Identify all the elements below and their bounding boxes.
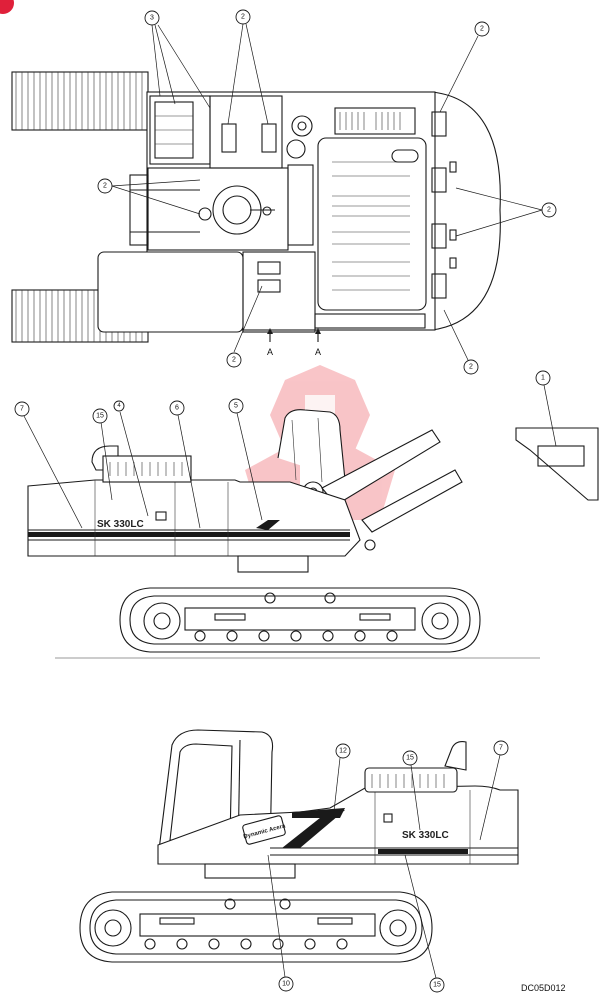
callout-top-2c: 2 [97,178,113,194]
callout-top-2e: 2 [226,352,242,368]
svg-text:7: 7 [499,745,503,752]
top-view: A A 3 2 2 2 2 [11,9,557,375]
callout-top-3: 3 [144,10,160,26]
svg-text:2: 2 [103,183,107,190]
opposite-side-view: Dynamic Acera SK 330LC [79,729,519,993]
svg-text:7: 7 [20,406,24,413]
svg-text:3: 3 [150,15,154,22]
callout-bottom-10: 10 [278,976,294,992]
svg-text:4: 4 [117,403,121,409]
svg-text:12: 12 [339,748,347,755]
svg-text:15: 15 [406,755,414,762]
callout-side-5: 5 [228,398,244,414]
callout-bottom-15a: 15 [402,750,418,766]
svg-text:2: 2 [241,14,245,21]
svg-text:5: 5 [234,403,238,410]
svg-text:2: 2 [547,207,551,214]
svg-text:2: 2 [232,357,236,364]
callout-top-2d: 2 [541,202,557,218]
svg-text:10: 10 [282,981,290,988]
callout-top-2b: 2 [474,21,490,37]
callout-bottom-15b: 15 [429,977,445,993]
callout-bottom-7: 7 [493,740,509,756]
dynamic-acera-decal-side [256,520,280,530]
callout-side-6: 6 [169,400,185,416]
svg-text:2: 2 [480,26,484,33]
callout-side-15: 15 [92,408,108,424]
callout-top-2a: 2 [235,9,251,25]
top-track-upper [11,71,149,131]
callout-side-7: 7 [14,401,30,417]
callout-side-1: 1 [535,370,551,386]
svg-text:6: 6 [175,405,179,412]
callout-side-4: 4 [113,400,125,412]
corner-badge [0,0,14,14]
drawing-code: DC05D012 [521,983,566,993]
dynamic-acera-decal-bottom: Dynamic Acera [242,815,287,845]
section-mark-a-right: A [315,347,321,357]
svg-text:15: 15 [433,982,441,989]
side-view: SK 330LC [14,370,599,659]
callout-top-2f: 2 [463,359,479,375]
svg-text:1: 1 [541,375,545,382]
svg-text:2: 2 [469,364,473,371]
callout-bottom-12: 12 [335,743,351,759]
model-decal-side: SK 330LC [97,519,144,530]
section-mark-a-left: A [267,347,273,357]
svg-text:15: 15 [96,413,104,420]
model-decal-bottom: SK 330LC [402,830,449,841]
